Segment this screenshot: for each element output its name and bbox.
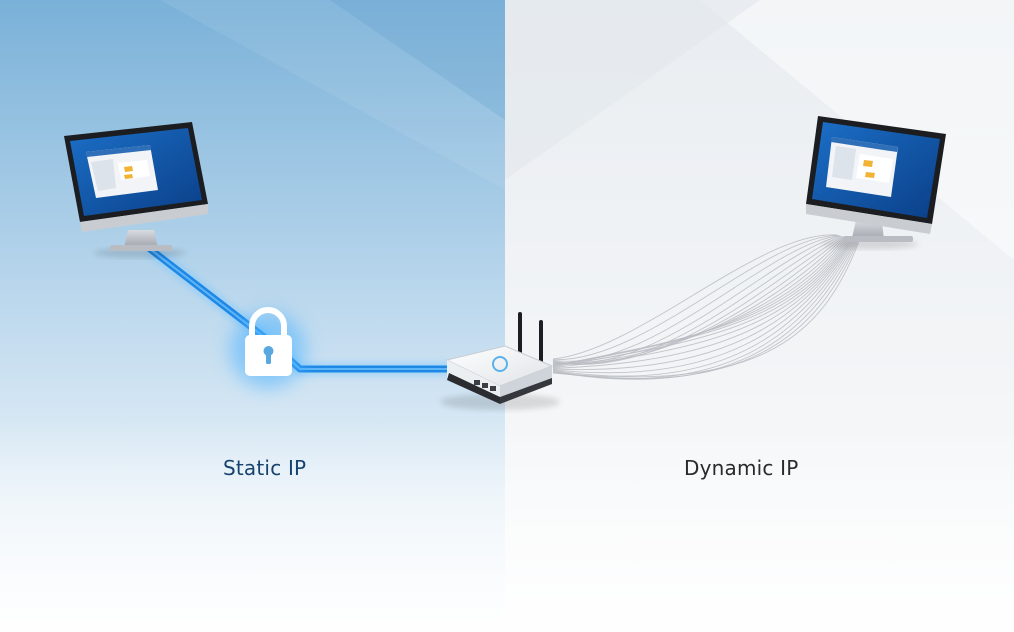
- dynamic-link-strand: [552, 234, 839, 361]
- dynamic-link-strand: [552, 237, 849, 367]
- dynamic-link-strand: [552, 234, 838, 360]
- static-panel-facet-2: [330, 0, 505, 120]
- dynamic-link-strand: [552, 239, 856, 377]
- dynamic-link-strand: [552, 240, 858, 380]
- dynamic-link-strand: [552, 240, 859, 380]
- dynamic-link-strand: [552, 240, 860, 378]
- dynamic-link-strand: [552, 237, 848, 367]
- bottom-fade: [0, 420, 1014, 632]
- dynamic-link-strand: [552, 239, 855, 374]
- dynamic-link-strand: [552, 236, 844, 365]
- dynamic-link-strand: [552, 239, 854, 370]
- dynamic-link-strand: [552, 238, 852, 369]
- dynamic-link-strand: [552, 238, 853, 369]
- desktop-monitor-icon: [64, 122, 208, 258]
- dynamic-link-strand: [552, 238, 850, 368]
- dynamic-link-strand: [552, 236, 843, 365]
- static-panel-facet: [0, 0, 505, 190]
- wireless-router-icon: [440, 312, 560, 410]
- dynamic-panel-facet-2: [505, 0, 760, 180]
- dynamic-link-strand: [552, 236, 845, 365]
- dynamic-ip-label: Dynamic IP: [684, 456, 799, 480]
- static-ip-label: Static IP: [223, 456, 307, 480]
- desktop-monitor-icon: [806, 116, 946, 249]
- dynamic-connection: [552, 234, 860, 380]
- padlock-icon: [230, 307, 306, 388]
